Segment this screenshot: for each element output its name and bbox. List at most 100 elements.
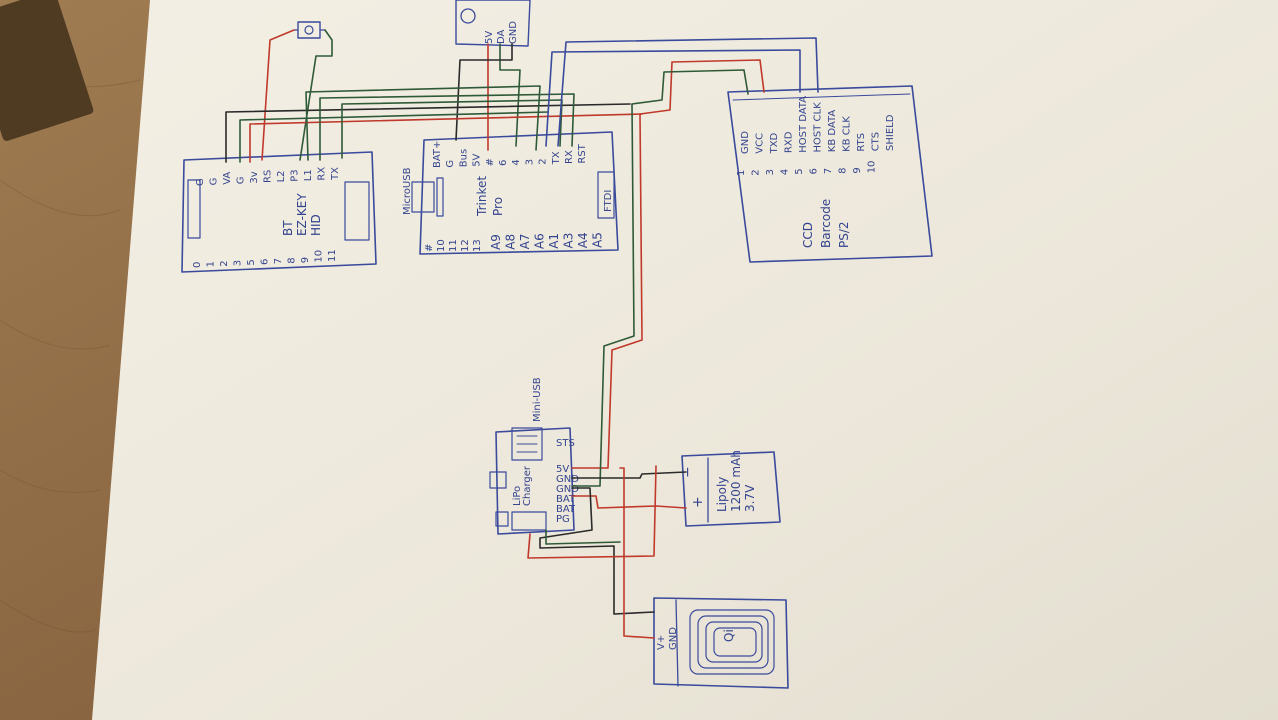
trinket-pin-label: 11 bbox=[448, 239, 459, 252]
battery-pos-terminal: + bbox=[690, 496, 706, 508]
trinket-pin-label: RX bbox=[564, 150, 575, 164]
charger-side-text: STS bbox=[556, 438, 575, 449]
wire-scanner-clk bbox=[557, 37, 819, 147]
trinket-pin-label: A6 bbox=[533, 233, 547, 249]
qi-pin-label: GND bbox=[668, 627, 679, 650]
qi-label: Qi bbox=[722, 629, 736, 642]
wire-down-red bbox=[571, 113, 643, 469]
scanner-text: CCD bbox=[801, 222, 815, 248]
scanner-pin-label: VCC bbox=[755, 133, 766, 154]
charger-usb-label: Mini-USB bbox=[532, 377, 543, 422]
trinket-pin-label: 13 bbox=[472, 239, 483, 252]
scanner-pin-number: 9 bbox=[852, 167, 863, 173]
trinket-pin-label: # bbox=[424, 244, 435, 252]
scanner-pin-label: RTS bbox=[856, 133, 867, 152]
scanner-pin-number: 7 bbox=[823, 168, 834, 174]
battery-text: Lipoly bbox=[715, 477, 729, 512]
trinket-pin-label: 6 bbox=[498, 160, 509, 166]
trinket-pin-label: 12 bbox=[460, 239, 471, 252]
scanner-pin-label: RXD bbox=[784, 131, 795, 153]
bt-pin-number: 2 bbox=[219, 260, 230, 266]
scanner-pin-label: HOST DATA bbox=[798, 96, 809, 153]
wire-sensor-da bbox=[499, 43, 521, 147]
scanner-pin-number: 4 bbox=[780, 169, 791, 175]
bt-pin-number: 6 bbox=[260, 259, 271, 265]
wire-qi-red2 bbox=[527, 465, 657, 559]
scanner-text: Barcode bbox=[819, 199, 833, 248]
bt-pin-label: 3v bbox=[249, 171, 260, 183]
bt-pin-label: P3 bbox=[290, 169, 301, 181]
bt-pin-number: 11 bbox=[327, 249, 338, 262]
charger-name-text: LiPo bbox=[512, 486, 523, 506]
bt-module-text: HID bbox=[309, 214, 323, 236]
scanner-pin-label: KB CLK bbox=[842, 116, 853, 152]
bt-module-text: BT bbox=[281, 220, 295, 236]
wires bbox=[225, 29, 819, 639]
wire-bt-4 bbox=[305, 85, 541, 161]
trinket-pin-label: A5 bbox=[591, 232, 605, 248]
trinket-pin-label: 3 bbox=[524, 159, 535, 165]
trinket-pin-label: A7 bbox=[518, 234, 532, 250]
scanner-pin-number: 5 bbox=[794, 168, 805, 174]
bt-pin-number: 9 bbox=[300, 257, 311, 263]
bt-pin-number: 8 bbox=[287, 257, 298, 263]
bt-pin-label: G bbox=[195, 178, 206, 186]
qi-pins: V+GND bbox=[656, 627, 679, 650]
scanner-pin-number: 2 bbox=[751, 169, 762, 175]
wire-bat-neg bbox=[571, 471, 687, 479]
wire-down-green bbox=[571, 103, 635, 487]
trinket-pin-label: Bus bbox=[458, 149, 469, 167]
wire-bt-1 bbox=[225, 103, 631, 163]
bt-pin-number: 1 bbox=[206, 261, 217, 267]
wire-scanner-gnd bbox=[631, 69, 749, 105]
wire-scanner-data bbox=[545, 49, 801, 147]
charger-pin-label: 5V bbox=[556, 464, 569, 475]
scanner-pin-number: 1 bbox=[736, 170, 747, 176]
trinket-pin-label: TX bbox=[551, 151, 562, 165]
trinket-pin-label: 10 bbox=[436, 239, 447, 252]
wire-scanner-vcc bbox=[639, 59, 765, 115]
bt-pin-label: TX bbox=[330, 167, 341, 181]
bt-pin-label: RS bbox=[263, 170, 274, 183]
trinket-pin-label: 2 bbox=[538, 158, 549, 164]
charger-pin-label: GND bbox=[556, 474, 579, 485]
trinket-pin-label: A4 bbox=[576, 232, 590, 248]
bt-pin-number: 7 bbox=[273, 258, 284, 264]
bt-pin-number: 0 bbox=[192, 262, 203, 268]
wire-bt-6 bbox=[341, 99, 563, 159]
wire-bt-5 bbox=[319, 93, 575, 161]
bt-pin-label: G bbox=[236, 176, 247, 184]
bt-pin-label: L2 bbox=[276, 170, 287, 182]
scanner-pin-number: 3 bbox=[765, 169, 776, 175]
wire-qi-gnd bbox=[539, 487, 655, 615]
bt-pin-number: 5 bbox=[246, 259, 257, 265]
scanner-pin-label: HOST CLK bbox=[813, 102, 824, 153]
bt-pin-label: L1 bbox=[303, 169, 314, 181]
push-button-switch bbox=[293, 21, 326, 39]
paper-sheet bbox=[92, 0, 1278, 720]
wire-qi-red bbox=[619, 467, 655, 639]
trinket-name-text: Pro bbox=[491, 197, 505, 216]
battery-text: 1200 mAh bbox=[729, 450, 743, 512]
scanner-pin-number: 8 bbox=[838, 168, 849, 174]
trinket-pin-label: A1 bbox=[547, 233, 561, 249]
